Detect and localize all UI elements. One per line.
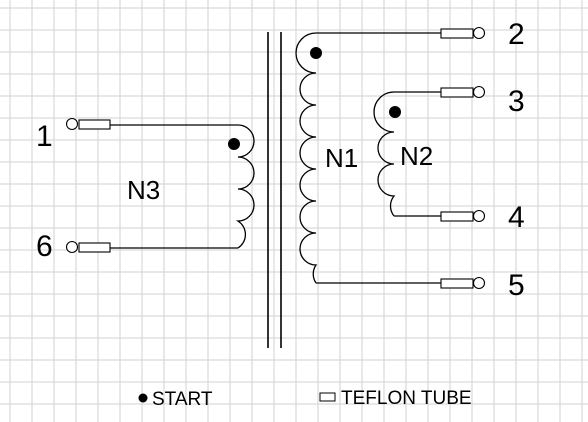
- terminal-pin5: [440, 276, 486, 290]
- terminal-pin2: [440, 26, 486, 40]
- legend-start-label: START: [152, 389, 213, 410]
- terminal-circle: [65, 117, 79, 131]
- terminal-pin3: [440, 85, 486, 99]
- n1-start-dot: [310, 47, 322, 59]
- n2-start-dot: [389, 106, 401, 118]
- teflon-tube: [440, 211, 474, 222]
- pin-label-3: 3: [508, 85, 525, 118]
- teflon-tube: [440, 87, 474, 98]
- terminal-circle: [65, 240, 79, 254]
- teflon-tube: [440, 28, 474, 39]
- terminal-pin4: [440, 209, 486, 223]
- n3-coil: [235, 124, 255, 249]
- terminal-circle: [472, 209, 486, 223]
- n3-start-dot: [228, 138, 240, 150]
- teflon-tube: [78, 242, 111, 253]
- terminal-circle: [472, 276, 486, 290]
- legend-tube-label: TEFLON TUBE: [341, 388, 472, 409]
- winding-label-n1: N1: [325, 143, 358, 173]
- pin-label-4: 4: [508, 201, 525, 234]
- teflon-tube: [78, 119, 111, 130]
- legend-tube-icon: [319, 392, 336, 402]
- terminal-pin1: [65, 117, 111, 131]
- pin-label-1: 1: [36, 120, 53, 153]
- terminal-circle: [472, 85, 486, 99]
- legend: START TEFLON TUBE: [138, 388, 472, 410]
- n2-coil: [373, 91, 396, 217]
- n1-coil: [295, 32, 318, 284]
- pin-label-5: 5: [508, 269, 525, 302]
- winding-label-n2: N2: [400, 141, 433, 171]
- pin-label-6: 6: [36, 230, 53, 263]
- winding-n2: [373, 91, 441, 217]
- legend-start-dot-icon: [138, 393, 148, 403]
- teflon-tube: [440, 278, 474, 289]
- winding-n1: [295, 32, 441, 284]
- winding-label-n3: N3: [127, 175, 160, 205]
- terminal-circle: [472, 26, 486, 40]
- winding-n3: [110, 124, 255, 249]
- pin-label-2: 2: [508, 18, 525, 51]
- terminal-pin6: [65, 240, 111, 254]
